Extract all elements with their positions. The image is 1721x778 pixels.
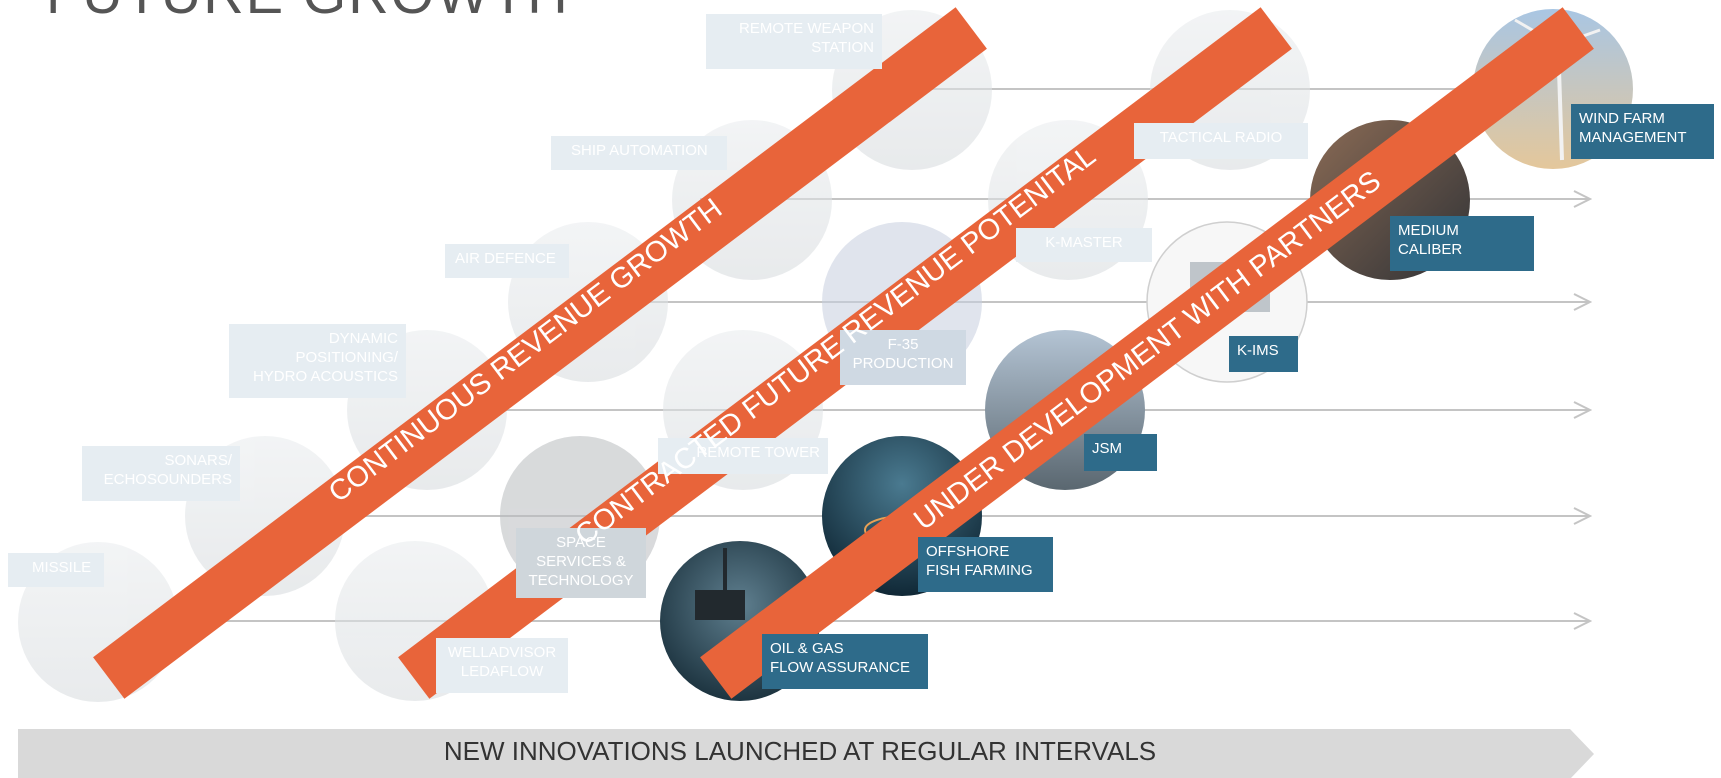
label-line: ECHOSOUNDERS — [103, 471, 232, 488]
bottom-banner-arrow — [18, 729, 1594, 778]
bottom-banner-text: NEW INNOVATIONS LAUNCHED AT REGULAR INTE… — [443, 736, 1157, 766]
label-line: POSITIONING/ — [295, 349, 398, 366]
label-line: TECHNOLOGY — [528, 572, 634, 589]
label-line: K-MASTER — [1045, 234, 1123, 251]
label-oil-gas: OIL & GAS FLOW ASSURANCE — [762, 634, 928, 689]
band-under-development — [700, 7, 1594, 699]
label-offshore-fish-farming: OFFSHORE FISH FARMING — [918, 537, 1053, 592]
label-dynamic-positioning: DYNAMIC POSITIONING/ HYDRO ACOUSTICS — [229, 324, 406, 398]
label-line: REMOTE WEAPON — [738, 20, 874, 37]
label-line: K-IMS — [1237, 342, 1279, 359]
label-remote-weapon-station: REMOTE WEAPON STATION — [706, 14, 882, 69]
label-line: STATION — [811, 39, 874, 56]
label-remote-tower: REMOTE TOWER — [658, 438, 828, 474]
label-line: FLOW ASSURANCE — [770, 659, 911, 676]
label-line: MISSILE — [32, 559, 92, 576]
label-line: MEDIUM — [1398, 222, 1459, 239]
label-k-master: K-MASTER — [1016, 228, 1152, 262]
label-line: FISH FARMING — [926, 562, 1033, 579]
label-line: WIND FARM — [1579, 110, 1665, 127]
label-line: JSM — [1092, 440, 1122, 457]
label-line: REMOTE TOWER — [696, 444, 820, 461]
page-title: FUTURE GROWTH — [46, 0, 570, 22]
label-line: OFFSHORE — [926, 543, 1010, 560]
label-line: PRODUCTION — [852, 355, 954, 372]
band-continuous-revenue — [93, 7, 987, 699]
label-line: SERVICES & — [536, 553, 626, 570]
label-ship-automation: SHIP AUTOMATION — [551, 136, 727, 170]
label-medium-caliber: MEDIUM CALIBER — [1390, 216, 1534, 271]
label-line: MANAGEMENT — [1579, 129, 1687, 146]
label-tactical-radio: TACTICAL RADIO — [1134, 123, 1308, 159]
label-line: SHIP AUTOMATION — [571, 142, 708, 159]
platform-shape — [695, 590, 745, 620]
label-line: HYDRO ACOUSTICS — [252, 368, 398, 385]
label-missile: MISSILE — [8, 553, 104, 587]
label-line: OIL & GAS — [770, 640, 844, 657]
label-line: DYNAMIC — [328, 330, 398, 347]
label-line: SONARS/ — [164, 452, 232, 469]
label-wind-farm: WIND FARM MANAGEMENT — [1571, 104, 1714, 159]
label-line: TACTICAL RADIO — [1159, 129, 1283, 146]
label-space: SPACE SERVICES & TECHNOLOGY — [516, 528, 646, 598]
label-f35: F-35 PRODUCTION — [840, 330, 966, 385]
label-line: WELLADVISOR — [447, 644, 557, 661]
label-line: SPACE — [556, 534, 606, 551]
label-k-ims: K-IMS — [1229, 336, 1298, 372]
label-line: CALIBER — [1398, 241, 1463, 258]
label-line: F-35 — [887, 336, 919, 353]
label-jsm: JSM — [1084, 434, 1157, 471]
label-welladvisor: WELLADVISOR LEDAFLOW — [436, 638, 568, 693]
label-sonars: SONARS/ ECHOSOUNDERS — [82, 446, 240, 501]
label-line: AIR DEFENCE — [455, 250, 556, 267]
label-line: LEDAFLOW — [460, 663, 544, 680]
label-air-defence: AIR DEFENCE — [445, 244, 569, 278]
